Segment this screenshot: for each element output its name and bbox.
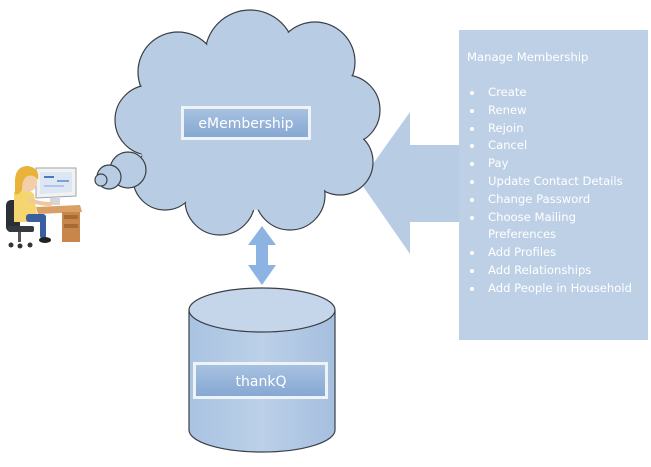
panel-title: Manage Membership [467, 50, 589, 64]
list-item-add-relationships: Add Relationships [467, 262, 642, 280]
manage-membership-panel: Manage Membership Create Renew Rejoin Ca… [459, 30, 648, 340]
sync-double-arrow [248, 226, 276, 285]
list-item-rejoin: Rejoin [467, 120, 642, 138]
list-item-choose-mailing-preferences: Choose Mailing Preferences [467, 209, 642, 245]
emembership-label-box: eMembership [181, 106, 311, 140]
list-item-change-password: Change Password [467, 191, 642, 209]
person-at-computer-icon [6, 166, 82, 249]
list-item-pay: Pay [467, 155, 642, 173]
list-item-create: Create [467, 84, 642, 102]
emembership-label: eMembership [198, 116, 293, 132]
list-item-renew: Renew [467, 102, 642, 120]
thankq-label-box: thankQ [193, 362, 328, 399]
list-item-cancel: Cancel [467, 137, 642, 155]
list-item-add-profiles: Add Profiles [467, 244, 642, 262]
emembership-cloud [114, 9, 381, 236]
list-item-update-contact-details: Update Contact Details [467, 173, 642, 191]
thankq-label: thankQ [236, 374, 287, 390]
list-item-add-people-in-household: Add People in Household [467, 280, 642, 298]
membership-actions-list: Create Renew Rejoin Cancel Pay Update Co… [467, 84, 642, 298]
input-block-arrow [360, 112, 459, 254]
thought-bubbles [94, 151, 147, 190]
